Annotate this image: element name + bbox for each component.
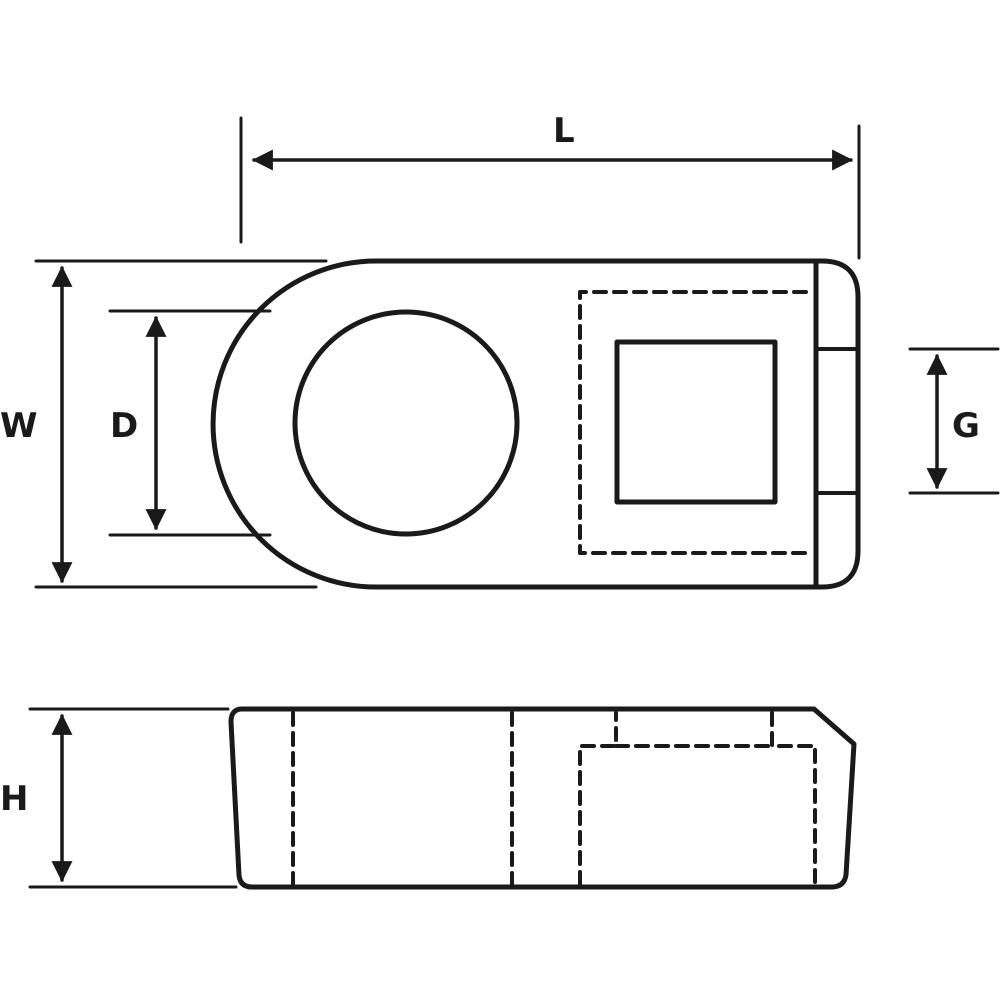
width-dimension — [34, 259, 328, 589]
side-view — [228, 706, 857, 890]
length-label: L — [553, 111, 575, 151]
tie-slot-square — [614, 339, 778, 505]
height-dimension — [28, 707, 238, 889]
diameter-label: D — [110, 406, 138, 446]
gap-dimension — [908, 347, 1000, 495]
height-label: H — [0, 779, 28, 819]
length-dimension — [239, 116, 861, 260]
width-label: W — [0, 406, 38, 446]
diameter-dimension — [108, 309, 272, 537]
gap-label: G — [952, 406, 980, 446]
mounting-hole — [292, 309, 520, 537]
top-view — [210, 258, 861, 590]
hidden-slot-outline — [578, 711, 817, 886]
top-view-body-outline — [210, 258, 861, 590]
hidden-cavity-outline — [578, 290, 808, 555]
side-view-body-outline — [228, 706, 857, 890]
